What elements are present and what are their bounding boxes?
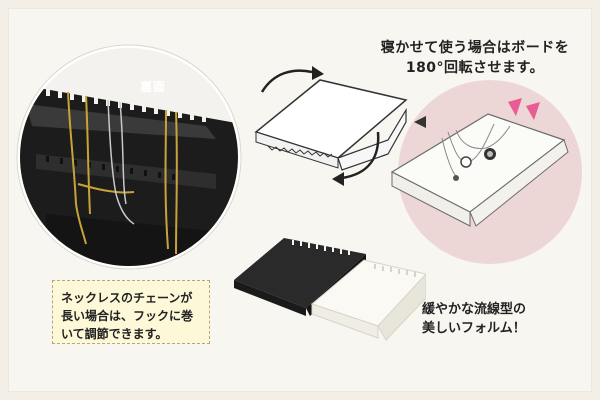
chain-note-line1: ネックレスのチェーンが: [61, 291, 193, 305]
rotate-caption-line1: 寝かせて使う場合はボードを: [380, 40, 570, 56]
silver-chains: [107, 99, 135, 225]
rotate-arrow-bottom-icon: [341, 131, 380, 180]
gold-chains: [67, 91, 178, 255]
accent-mark-icon: [508, 98, 522, 116]
pointer-triangle-icon: [414, 116, 426, 128]
hook-teeth-lower: [46, 156, 175, 180]
chain-note-line2: 長い場合は、フックに巻: [61, 309, 194, 323]
form-caption: 緩やかな流線型の 美しいフォルム！: [422, 300, 572, 338]
form-caption-line2: 美しいフォルム！: [422, 321, 526, 336]
form-caption-line1: 緩やかな流線型の: [422, 302, 527, 317]
back-side-label: 裏面: [140, 80, 167, 94]
board-rotation-illustration: [254, 66, 408, 186]
flat-use-photo: [390, 80, 582, 264]
rotate-arrow-top-icon: [260, 69, 313, 93]
product-pair-photo: [234, 238, 426, 341]
chain-adjust-note: ネックレスのチェーンが 長い場合は、フックに巻 いて調節できます。: [52, 280, 210, 344]
back-view-photo: [16, 44, 242, 270]
black-stand: [234, 238, 366, 308]
rotate-caption: 寝かせて使う場合はボードを 180°回転させます。: [360, 38, 590, 78]
rotate-caption-line2: 180°回転させます。: [405, 60, 545, 76]
chain-note-line3: いて調節できます。: [61, 327, 168, 341]
